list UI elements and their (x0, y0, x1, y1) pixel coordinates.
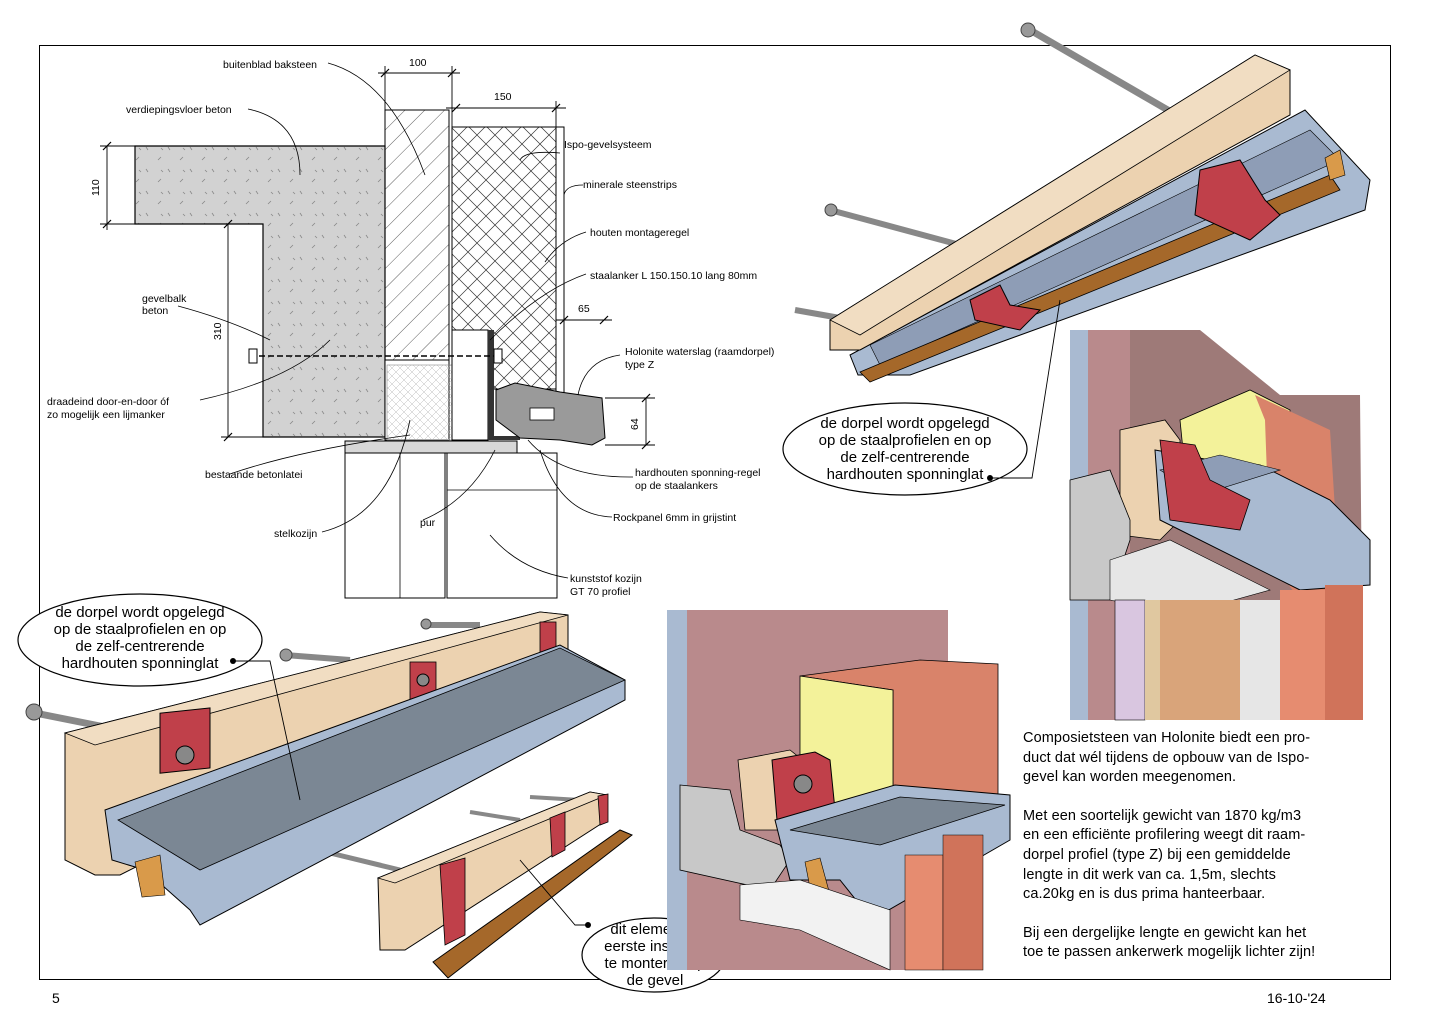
page-frame (39, 45, 1391, 980)
lintel (344, 440, 518, 454)
label-montageregel: houten montageregel (590, 227, 689, 239)
label-kozijn-2: GT 70 profiel (570, 586, 631, 598)
label-rockpanel: Rockpanel 6mm in grijstint (613, 512, 736, 524)
concrete-floor-beam (134, 145, 386, 438)
label-gevelbalk-2: beton (142, 305, 168, 317)
callout-bl-line-3: de zelf-centrerende (75, 638, 204, 655)
callout-tr-line-3: de zelf-centrerende (840, 449, 969, 466)
iso-view-center-cutaway (667, 610, 1011, 971)
label-steenstrips: minerale steenstrips (583, 179, 677, 191)
label-pur: pur (420, 517, 436, 529)
callout-bottom-left: de dorpel wordt opgelegd op de staalprof… (17, 593, 301, 801)
callout-bl-line-1: de dorpel wordt opgelegd (55, 604, 224, 621)
iso-view-right-cutaway (1069, 330, 1371, 721)
steel-angle (488, 330, 520, 440)
callout-bl-line-2: op de staalprofielen en op (54, 621, 227, 638)
label-buitenblad: buitenblad baksteen (223, 59, 317, 71)
callout-bm-line-4: de gevel (627, 972, 684, 989)
dim-64: 64 (629, 418, 641, 430)
description-paragraph-3: Bij een dergelijke lengte en gewicht kan… (1023, 924, 1316, 961)
label-staalanker: staalanker L 150.150.10 lang 80mm (590, 270, 757, 282)
page-date: 16-10-'24 (1267, 990, 1326, 1006)
hardwood-strip (432, 829, 633, 979)
callout-tr-line-1: de dorpel wordt opgelegd (820, 415, 989, 432)
mounting-batten (451, 329, 489, 441)
label-holonite-1: Holonite waterslag (raamdorpel) (625, 346, 774, 358)
plastic-frame (446, 452, 558, 599)
label-ispo: Ispo-gevelsysteem (564, 139, 652, 151)
description-paragraph-2: Met een soortelijk gewicht van 1870 kg/m… (1023, 807, 1306, 903)
brick-leaf (384, 109, 450, 371)
description-text: Composietsteen van Holonite biedt een pr… (1023, 729, 1373, 982)
dim-110: 110 (90, 179, 102, 196)
section-drawing: buitenblad baksteen verdiepingsvloer bet… (47, 57, 774, 599)
description-paragraph-1: Composietsteen van Holonite biedt een pr… (1023, 730, 1311, 786)
dim-150: 150 (494, 91, 512, 103)
label-stelkozijn: stelkozijn (274, 528, 317, 540)
callout-tr-line-4: hardhouten sponninglat (827, 466, 985, 483)
callout-bl-line-4: hardhouten sponninglat (62, 655, 220, 672)
iso-view-bottom-left (25, 611, 626, 926)
label-verdiepingsvloer: verdiepingsvloer beton (126, 104, 232, 116)
page-number: 5 (52, 990, 60, 1006)
iso-view-top-right (794, 22, 1371, 383)
label-gevelbalk-1: gevelbalk (142, 293, 187, 305)
dim-65: 65 (578, 303, 590, 315)
label-sponning-1: hardhouten sponning-regel (635, 467, 761, 479)
label-draadeind-2: zo mogelijk een lijmanker (47, 409, 165, 421)
dim-100: 100 (409, 57, 427, 69)
callout-top-right: de dorpel wordt opgelegd op de staalprof… (782, 299, 1061, 496)
callout-tr-line-2: op de staalprofielen en op (819, 432, 992, 449)
label-betonlatei: bestaande betonlatei (205, 469, 303, 481)
label-holonite-2: type Z (625, 359, 655, 371)
label-sponning-2: op de staalankers (635, 480, 718, 492)
dim-310: 310 (212, 322, 224, 340)
label-kozijn-1: kunststof kozijn (570, 573, 642, 585)
iso-view-bottom-batten (376, 791, 633, 979)
label-draadeind-1: draadeind door-en-door óf (47, 396, 169, 408)
